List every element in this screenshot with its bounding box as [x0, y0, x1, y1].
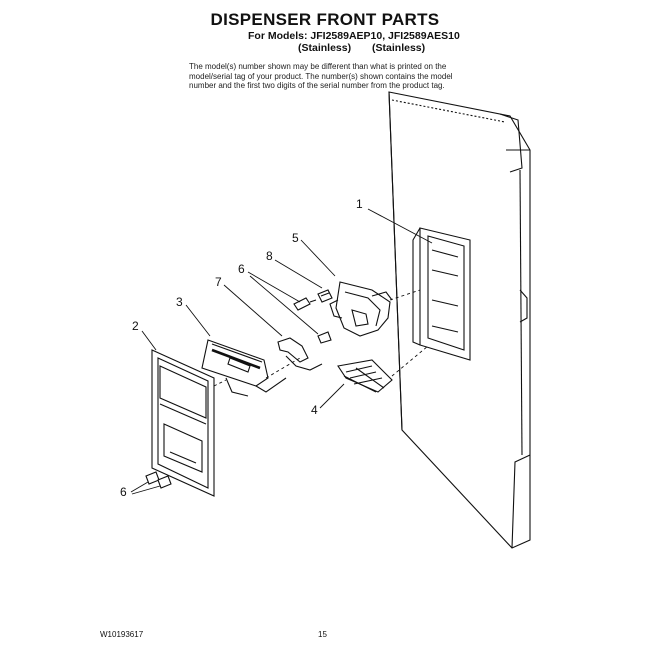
callout-6-lower: 6	[120, 485, 127, 499]
callout-7: 7	[215, 275, 222, 289]
callout-2: 2	[132, 319, 139, 333]
page-number: 15	[318, 630, 327, 639]
callout-1: 1	[356, 197, 363, 211]
part-2-front-bezel	[151, 349, 215, 497]
leader-lines	[130, 208, 433, 495]
part-6-lower-screws	[145, 471, 172, 489]
model-note: The model(s) number shown may be differe…	[189, 62, 453, 91]
part-6-upper-screws	[293, 297, 332, 344]
part-7-bracket	[277, 337, 323, 371]
callout-numbers: 1 5 8 6 7 3 2 4 6	[120, 197, 363, 499]
callout-3: 3	[176, 295, 183, 309]
part-1-dispenser-housing	[412, 227, 471, 361]
callout-5: 5	[292, 231, 299, 245]
callout-8: 8	[266, 249, 273, 263]
document-number: W10193617	[100, 630, 144, 639]
finish-labels: (Stainless) (Stainless)	[298, 42, 425, 54]
part-8-screw	[317, 289, 333, 303]
callout-6-upper: 6	[238, 262, 245, 276]
part-4-drip-tray	[337, 359, 393, 393]
part-3-control-module	[201, 339, 287, 397]
finish-label-1: (Stainless)	[298, 42, 352, 54]
page-title: DISPENSER FRONT PARTS	[210, 10, 440, 29]
callout-4: 4	[311, 403, 318, 417]
models-line: For Models: JFI2589AEP10, JFI2589AES10	[248, 30, 460, 42]
finish-label-2: (Stainless)	[372, 42, 426, 54]
part-5-actuator-assembly	[329, 281, 393, 337]
